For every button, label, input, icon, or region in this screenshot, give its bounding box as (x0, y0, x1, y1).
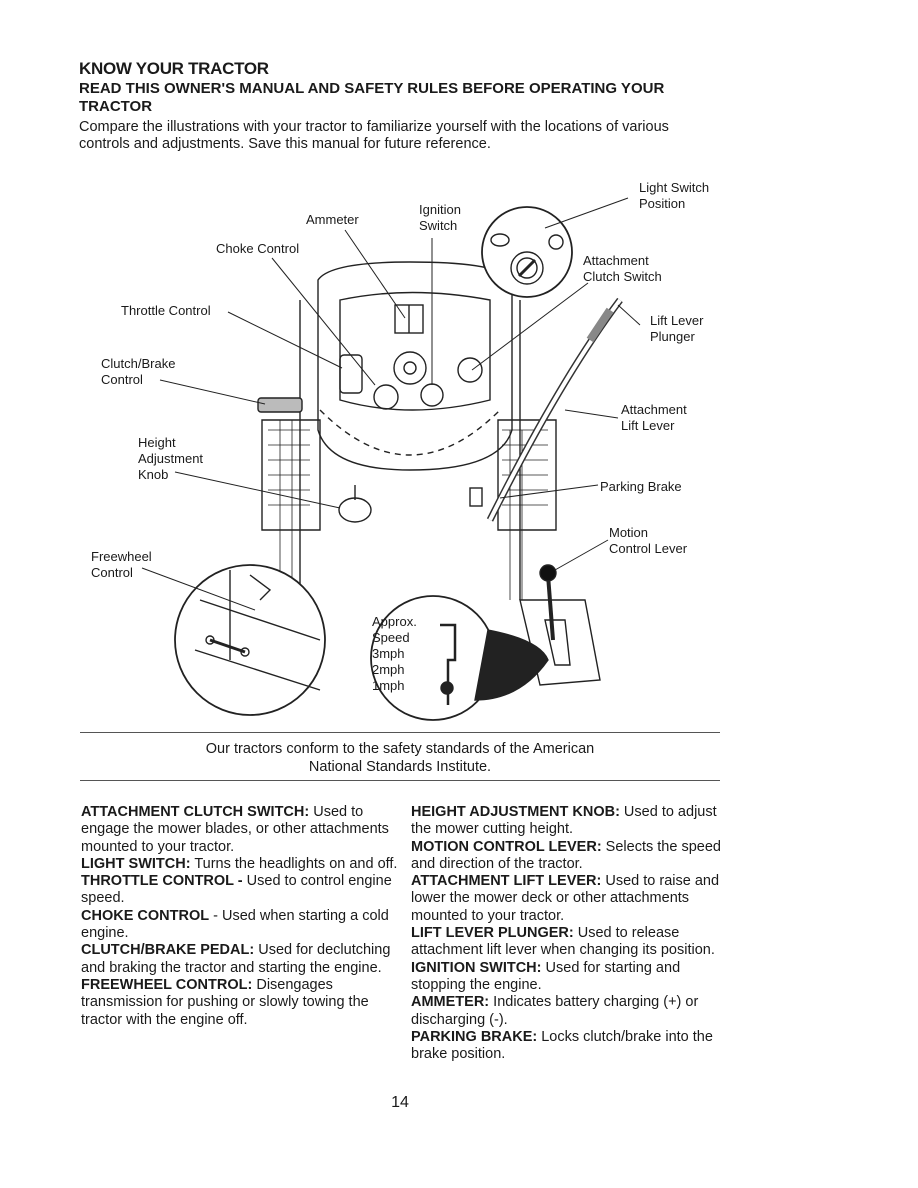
label-light-switch: Light Switch (639, 180, 710, 195)
label-approx: Approx. (372, 614, 417, 629)
throttle-knob (339, 354, 363, 394)
height-knob-shape (338, 497, 372, 523)
choke-knob (373, 384, 399, 410)
label-motion-control-lever: Control Lever (609, 541, 688, 556)
label-freewheel-control: Control (91, 565, 133, 580)
definition-item: ATTACHMENT LIFT LEVER: Used to raise and… (411, 873, 720, 924)
label-motion: Motion (609, 525, 649, 540)
label-freewheel: Freewheel (91, 549, 152, 564)
definition-item: MOTION CONTROL LEVER: Selects the speed … (411, 838, 721, 872)
label-lift-lever-plunger: Plunger (650, 329, 695, 344)
definition-item: LIGHT SWITCH: Turns the headlights on an… (81, 855, 398, 872)
page-number: 14 (391, 1094, 409, 1111)
label-ammeter: Ammeter (306, 212, 359, 227)
label-3mph: 3mph (372, 646, 405, 661)
definition-item: IGNITION SWITCH: Used for starting and s… (411, 959, 681, 993)
ansi-caption: Our tractors conform to the safety stand… (80, 740, 720, 776)
definition-item: CLUTCH/BRAKE PEDAL: Used for declutching… (81, 942, 391, 976)
definition-item: THROTTLE CONTROL - Used to control engin… (81, 873, 392, 907)
label-lift-lever: Lift Lever (650, 313, 704, 328)
label-ignition: Ignition (419, 202, 461, 217)
dash-outline (317, 261, 513, 471)
label-parking-brake: Parking Brake (600, 479, 682, 494)
label-height-adjustment: Adjustment (138, 451, 204, 466)
page-title: KNOW YOUR TRACTOR (79, 59, 269, 78)
definitions-right-column: HEIGHT ADJUSTMENT KNOB: Used to adjust t… (411, 804, 721, 1063)
clutch-brake-pedal-shape (257, 397, 303, 413)
label-attachment-lift-lever: Lift Lever (621, 418, 675, 433)
definitions-left-column: ATTACHMENT CLUTCH SWITCH: Used to engage… (81, 804, 401, 1029)
label-height-knob: Knob (138, 467, 169, 482)
label-speed: Speed (372, 630, 410, 645)
definition-item: AMMETER: Indicates battery charging (+) … (411, 994, 699, 1028)
definition-item: HEIGHT ADJUSTMENT KNOB: Used to adjust t… (411, 804, 717, 838)
safety-heading: READ THIS OWNER'S MANUAL AND SAFETY RULE… (79, 80, 665, 115)
intro-paragraph: Compare the illustrations with your trac… (79, 119, 669, 152)
label-attachment-clutch: Attachment (583, 253, 649, 268)
switch-inset (481, 206, 573, 298)
label-attachment-clutch-switch: Clutch Switch (583, 269, 662, 284)
definition-item: FREEWHEEL CONTROL: Disengages transmissi… (81, 976, 369, 1028)
label-attachment-lift: Attachment (621, 402, 687, 417)
label-throttle-control: Throttle Control (121, 303, 211, 318)
divider-top (80, 732, 720, 733)
definition-item: CHOKE CONTROL - Used when starting a col… (81, 907, 389, 942)
label-height: Height (138, 435, 176, 450)
ammeter-gauge (394, 304, 424, 334)
divider-bottom (80, 780, 720, 781)
label-ignition-switch: Switch (419, 218, 458, 233)
label-2mph: 2mph (372, 662, 405, 677)
definition-item: ATTACHMENT CLUTCH SWITCH: Used to engage… (81, 804, 389, 855)
definition-item: PARKING BRAKE: Locks clutch/brake into t… (411, 1028, 713, 1063)
label-choke-control: Choke Control (216, 241, 300, 256)
label-clutch-brake-control: Control (101, 372, 143, 387)
freewheel-inset (174, 564, 326, 716)
caption-line-2: National Standards Institute. (308, 759, 492, 775)
label-clutch-brake: Clutch/Brake (101, 356, 176, 371)
label-1mph: 1mph (372, 678, 405, 693)
caption-line-1: Our tractors conform to the safety stand… (205, 741, 595, 757)
label-light-switch-position: Position (639, 196, 686, 211)
ignition-switch-shape (420, 383, 444, 407)
definition-item: LIFT LEVER PLUNGER: Used to release atta… (411, 925, 715, 959)
